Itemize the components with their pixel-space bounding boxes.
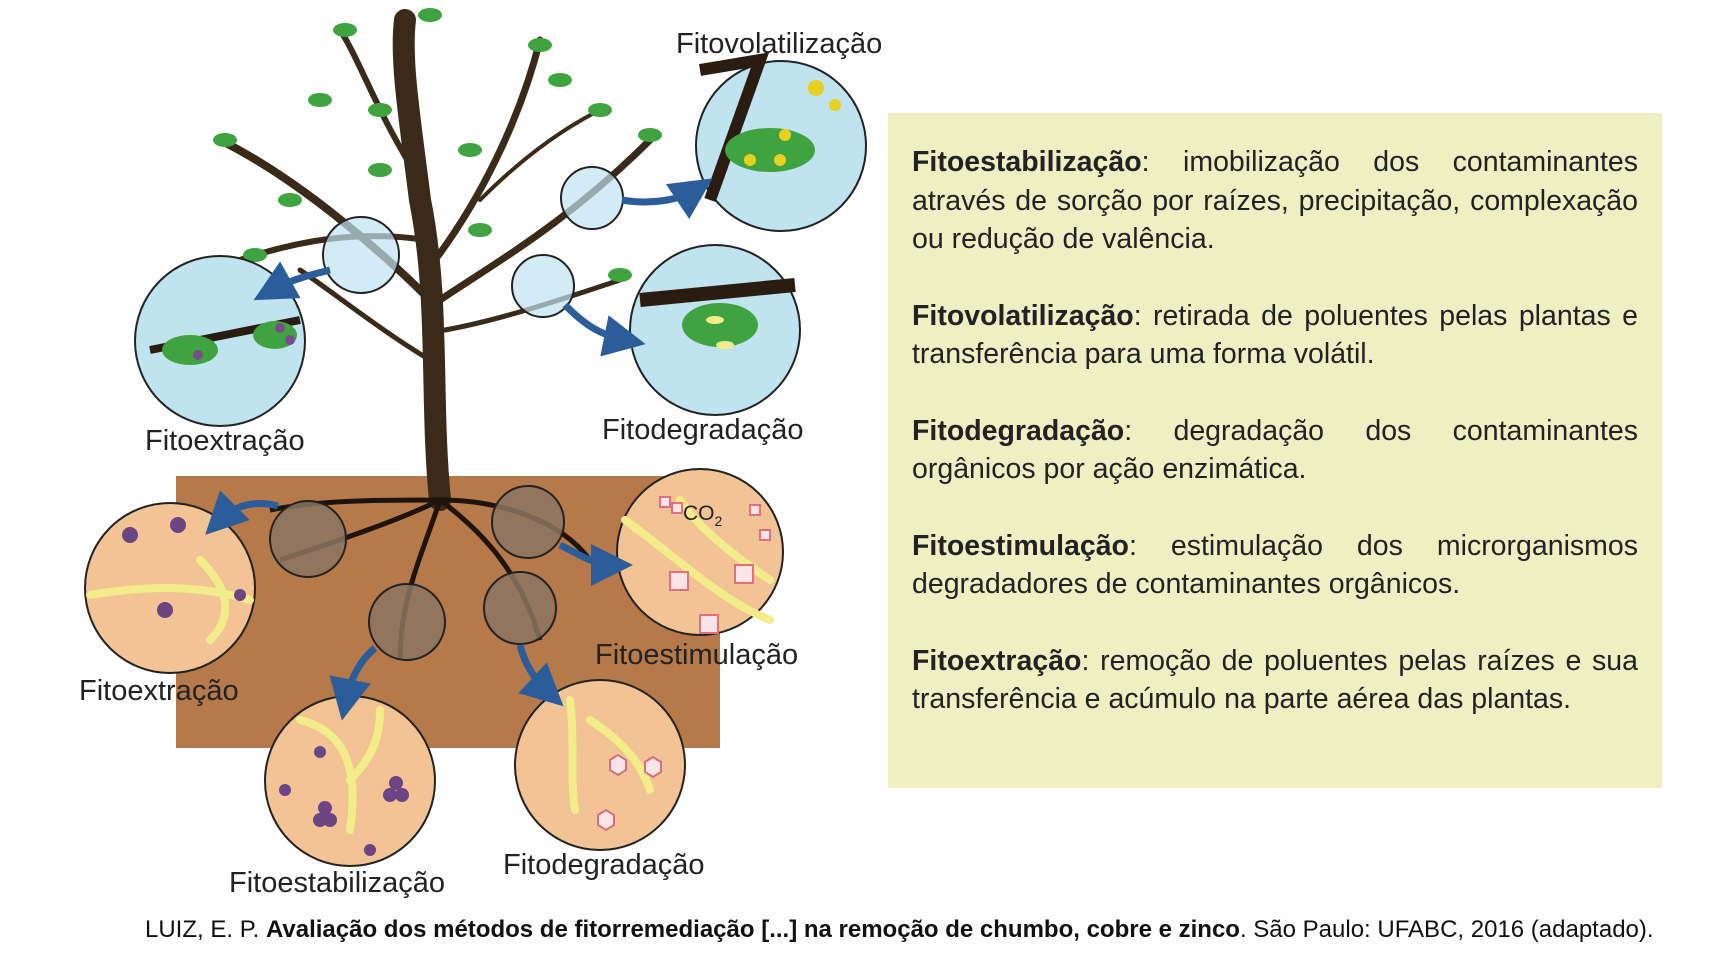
definition-fitovolatilizacao: Fitovolatilização: retirada de poluentes…: [912, 297, 1638, 374]
definition-text: : remoção de poluentes pelas raízes e su…: [912, 644, 1638, 716]
definition-text: : degradação dos contaminantes orgânicos…: [912, 414, 1638, 486]
leaves: [213, 8, 662, 282]
caption-title: Avaliação dos métodos de fitorremediação…: [265, 916, 1240, 943]
definition-fitodegradacao: Fitodegradação: degradação dos contamina…: [912, 412, 1638, 489]
label-fitoestabilizacao: Fitoestabilização: [229, 867, 445, 899]
label-fitodegradacao-top: Fitodegradação: [602, 414, 804, 446]
definition-fitoestabilizacao: Fitoestabilização: imobilização dos cont…: [912, 143, 1638, 259]
definition-text: : retirada de poluentes pelas plantas e …: [912, 299, 1638, 371]
zoom-circle-small: [511, 254, 575, 318]
root-zoom-circle: [491, 485, 565, 559]
label-fitoestimulacao: Fitoestimulação: [595, 639, 798, 671]
root-zoom-circle: [483, 571, 557, 645]
term: Fitoestimulação: [912, 529, 1129, 562]
term: Fitoestabilização: [912, 146, 1142, 178]
co2-label: CO2: [683, 502, 723, 529]
fitodegradacao-bottom-circle: [514, 679, 686, 851]
definition-text: : imobilização dos contaminantes através…: [912, 146, 1638, 255]
caption-author: LUIZ, E. P.: [145, 916, 266, 943]
term: Fitodegradação: [912, 414, 1125, 447]
definition-fitoextracao: Fitoextração: remoção de poluentes pelas…: [912, 642, 1638, 719]
source-caption: LUIZ, E. P. Avaliação dos métodos de fit…: [145, 916, 1654, 944]
caption-rest: . São Paulo: UFABC, 2016 (adaptado).: [1239, 916, 1654, 943]
term: Fitovolatilização: [912, 299, 1134, 332]
root-details: [86, 496, 774, 834]
label-fitoextracao-top: Fitoextração: [145, 425, 305, 457]
zoom-circle-small: [322, 216, 400, 294]
root-zoom-circle: [269, 500, 347, 578]
label-fitodegradacao-bottom: Fitodegradação: [503, 849, 705, 881]
label-fitoextracao-bottom: Fitoextração: [79, 675, 239, 707]
arrows: [205, 178, 713, 721]
definitions-box: Fitoestabilização: imobilização dos cont…: [888, 113, 1662, 788]
label-fitovolatilizacao: Fitovolatilização: [676, 28, 882, 60]
definition-fitoestimulacao: Fitoestimulação: estimulação dos microrg…: [912, 527, 1638, 604]
zoom-circle-small: [560, 166, 624, 230]
term: Fitoextração: [912, 644, 1082, 677]
contaminant-particles: [122, 517, 409, 856]
root-zoom-circle: [368, 583, 446, 661]
fitoestimulacao-circle: [616, 468, 784, 636]
definition-text: : estimulação dos microrganismos degrada…: [912, 529, 1638, 601]
